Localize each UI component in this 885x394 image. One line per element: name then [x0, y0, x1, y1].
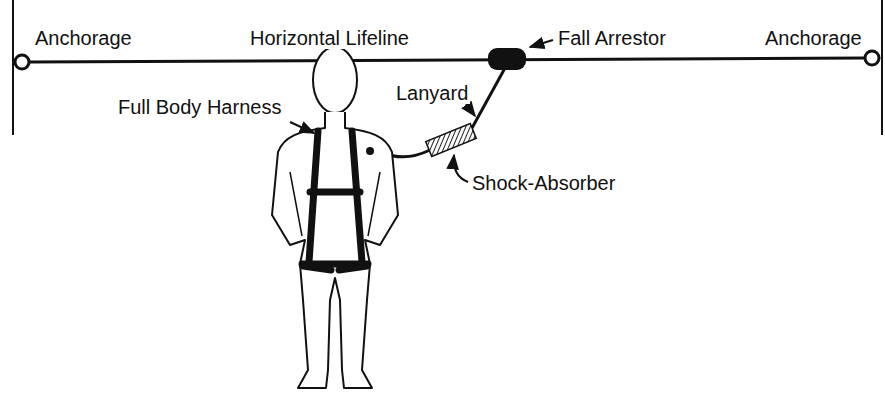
full-body-harness	[302, 131, 368, 270]
anchorage-ring	[15, 55, 29, 69]
arm-line	[290, 172, 380, 236]
leader-arrow	[290, 122, 314, 133]
anchorage-label: Anchorage	[33, 27, 134, 49]
shock-absorber	[426, 124, 476, 157]
lanyard-label: Lanyard	[394, 82, 470, 104]
lanyard	[472, 68, 505, 128]
fall-arrestor	[488, 48, 526, 70]
head	[313, 47, 357, 113]
d-ring	[366, 147, 374, 155]
right-post	[881, 0, 883, 135]
left-post	[12, 0, 14, 135]
leader-arrow	[454, 155, 468, 182]
leader-arrow	[466, 104, 475, 116]
anchorage-ring	[865, 51, 879, 65]
worker-figure	[272, 112, 398, 388]
leader-arrow	[530, 40, 553, 47]
lifeline-label: Horizontal Lifeline	[248, 27, 411, 49]
horizontal-lifeline	[29, 58, 865, 62]
harness-label: Full Body Harness	[116, 96, 283, 118]
shock-absorber-label: Shock-Absorber	[470, 172, 617, 194]
fall-arrestor-label: Fall Arrestor	[556, 27, 668, 49]
anchorage-label: Anchorage	[763, 27, 864, 49]
